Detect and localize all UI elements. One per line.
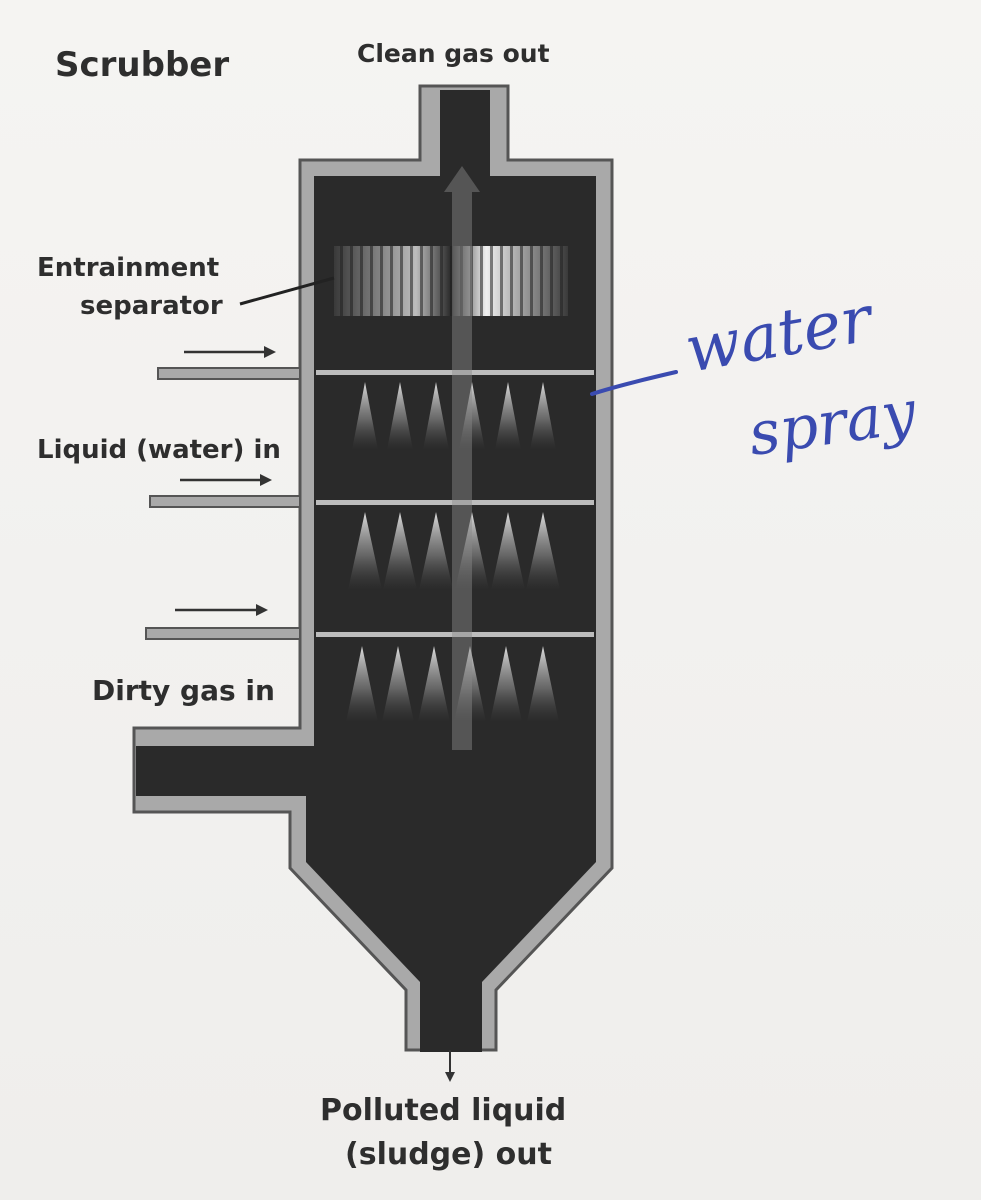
entrainment-separator	[334, 246, 568, 316]
spray-bar-2	[316, 500, 594, 505]
annotation-spray: spray	[744, 377, 921, 470]
inlet-arrows	[175, 346, 276, 616]
spray-nozzles-row-1	[352, 382, 556, 450]
annotation-pointer-line	[590, 370, 678, 396]
spray-bar-3	[316, 632, 594, 637]
liquid-inlet-pipes	[145, 367, 301, 640]
gas-flow-arrow	[444, 166, 480, 750]
entrainment-label-line1: Entrainment	[37, 253, 219, 283]
spray-bar-1	[316, 370, 594, 375]
liquid-in-label: Liquid (water) in	[37, 435, 281, 465]
dirty-gas-in-label: Dirty gas in	[92, 674, 275, 707]
separator-leader-line	[239, 276, 335, 306]
annotation-water: water	[680, 282, 880, 388]
polluted-liquid-label-line1: Polluted liquid	[320, 1093, 566, 1128]
sludge-out-arrow	[445, 1050, 455, 1082]
spray-nozzles-row-3	[346, 646, 559, 722]
clean-gas-out-label: Clean gas out	[357, 39, 550, 68]
entrainment-label-line2: separator	[80, 291, 223, 321]
spray-nozzles-row-2	[348, 512, 560, 590]
diagram-title: Scrubber	[55, 45, 229, 85]
polluted-liquid-label-line2: (sludge) out	[345, 1137, 552, 1172]
